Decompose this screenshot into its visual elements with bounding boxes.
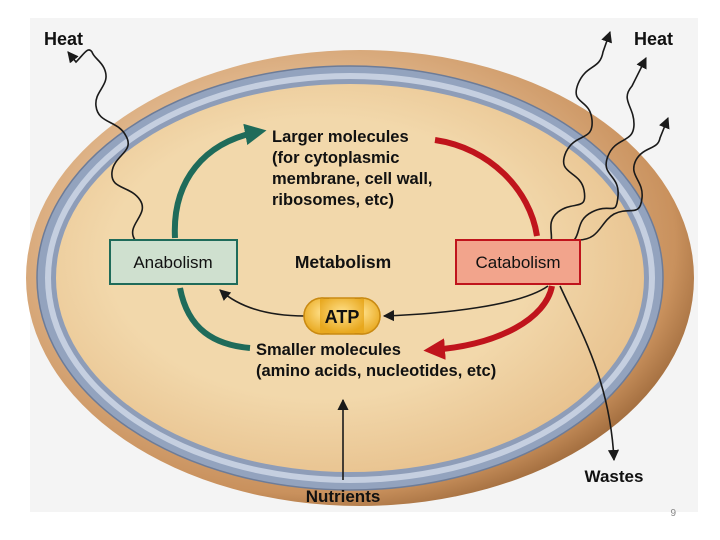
heat-label-right: Heat: [634, 29, 673, 49]
heat-arrow-right-1: [544, 30, 612, 251]
larger-molecules-text: Larger molecules (for cytoplasmic membra…: [272, 128, 433, 209]
anabolism-box: Anabolism: [109, 239, 238, 285]
anabolism-arrow-down: [177, 287, 251, 351]
larger-molecules-line: membrane, cell wall,: [272, 170, 433, 188]
catabolism-label: Catabolism: [475, 253, 560, 272]
cell-cytoplasm: [56, 84, 644, 472]
larger-molecules-line: (for cytoplasmic: [272, 149, 399, 167]
page-number: 9: [670, 508, 676, 519]
smaller-molecules-line: (amino acids, nucleotides, etc): [256, 362, 496, 380]
catabolism-arrow-up: [434, 137, 540, 237]
atp-molecule: ATP: [303, 297, 381, 335]
atp-label: ATP: [325, 307, 360, 327]
wastes-label: Wastes: [585, 467, 644, 486]
smaller-molecules-line: Smaller molecules: [256, 341, 401, 359]
larger-molecules-line: ribosomes, etc): [272, 191, 394, 209]
nutrients-label: Nutrients: [306, 487, 381, 506]
wastes-arrow: [559, 285, 620, 462]
catabolism-to-atp-arrow: [382, 285, 549, 322]
anabolism-arrow-up: [171, 123, 267, 239]
heat-arrow-right-2: [564, 56, 647, 246]
heat-arrow-left: [67, 49, 144, 241]
catabolism-box: Catabolism: [455, 239, 581, 285]
larger-molecules-line: Larger molecules: [272, 128, 409, 146]
metabolism-title: Metabolism: [295, 252, 391, 272]
heat-arrow-right-3: [577, 116, 670, 241]
heat-label-left: Heat: [44, 29, 83, 49]
smaller-molecules-text: Smaller molecules (amino acids, nucleoti…: [256, 341, 496, 380]
catabolism-arrow-down: [423, 285, 555, 360]
heat-arrows: [67, 30, 670, 251]
anabolism-label: Anabolism: [133, 253, 212, 272]
atp-to-anabolism-arrow: [219, 289, 306, 317]
